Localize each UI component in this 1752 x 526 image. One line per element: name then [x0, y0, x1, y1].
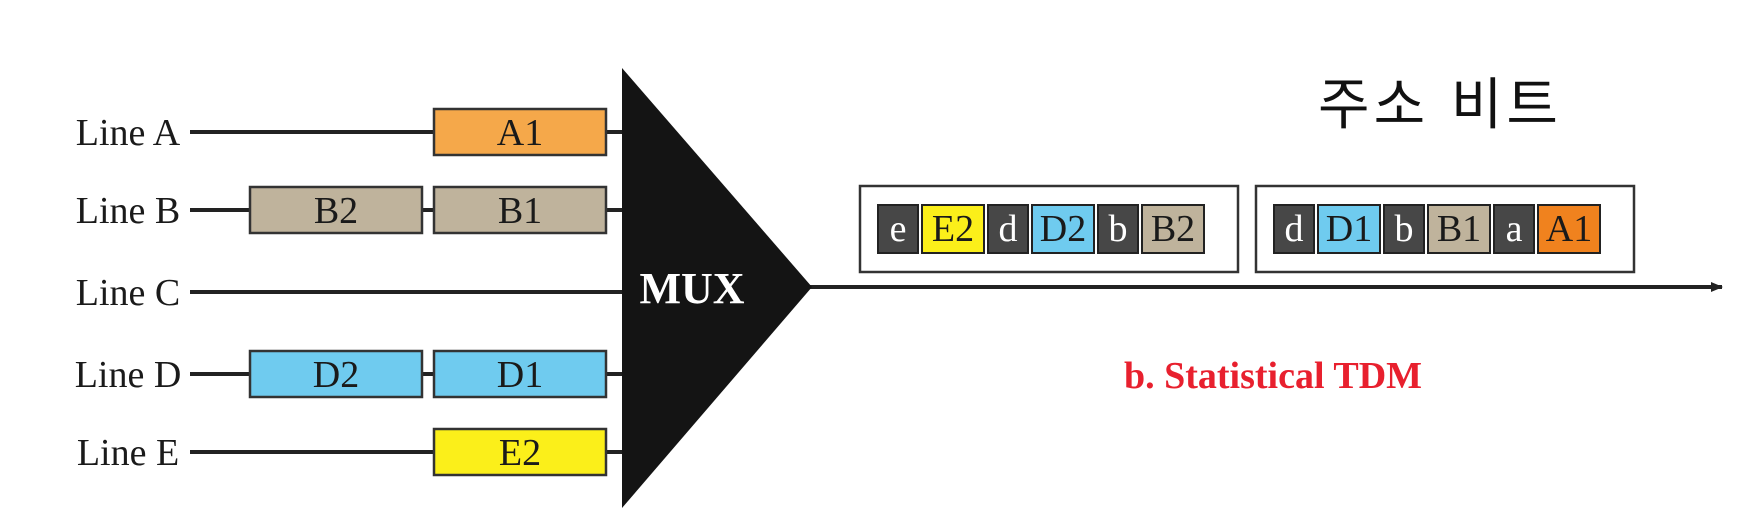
data-unit-box	[248, 185, 424, 235]
line-label: Line D	[75, 354, 182, 396]
address-cell	[1273, 204, 1315, 254]
frame-slot: e E2	[877, 204, 985, 254]
data-unit: D1	[432, 349, 608, 399]
input-line-a: Line A A1	[76, 107, 622, 157]
line-label: Line C	[76, 272, 180, 314]
data-unit-label: B1	[498, 190, 542, 232]
data-label: D2	[1040, 208, 1086, 250]
data-label: D1	[1326, 208, 1372, 250]
data-unit: B1	[432, 185, 608, 235]
address-bits-annotation: 주소 비트	[1318, 73, 1562, 138]
address-label: d	[1285, 208, 1304, 250]
data-unit-label: E2	[499, 432, 541, 474]
output-frame: e E2 d D2 b B2	[858, 184, 1240, 274]
input-line-c: Line C	[76, 272, 622, 314]
data-unit-label: A1	[497, 112, 543, 154]
data-unit-box	[432, 107, 608, 157]
output-frames: e E2 d D2 b B2 d D1 b B1 a A1	[858, 184, 1636, 274]
data-label: A1	[1546, 208, 1592, 250]
data-unit: A1	[432, 107, 608, 157]
data-cell	[1141, 204, 1205, 254]
data-cell	[1537, 204, 1601, 254]
data-unit-label: D2	[313, 354, 359, 396]
data-unit-label: D1	[497, 354, 543, 396]
data-unit: E2	[432, 427, 608, 477]
data-unit-box	[432, 427, 608, 477]
data-unit-label: B2	[314, 190, 358, 232]
frame-slot: b B2	[1097, 204, 1205, 254]
address-label: d	[999, 208, 1018, 250]
data-cell	[1317, 204, 1381, 254]
data-label: B1	[1437, 208, 1481, 250]
address-cell	[1493, 204, 1535, 254]
address-cell	[877, 204, 919, 254]
data-unit: D2	[248, 349, 424, 399]
diagram-caption: b. Statistical TDM	[1124, 355, 1422, 397]
address-label: b	[1109, 208, 1128, 250]
address-cell	[1383, 204, 1425, 254]
input-line-e: Line E E2	[77, 427, 622, 477]
data-unit-box	[432, 349, 608, 399]
mux-triangle	[622, 68, 812, 508]
data-unit: B2	[248, 185, 424, 235]
frame-slot: d D1	[1273, 204, 1381, 254]
data-cell	[1031, 204, 1095, 254]
data-cell	[921, 204, 985, 254]
frame-slot: a A1	[1493, 204, 1601, 254]
input-line-d: Line D D2 D1	[75, 349, 622, 399]
frame-slot: d D2	[987, 204, 1095, 254]
data-label: B2	[1151, 208, 1195, 250]
address-label: a	[1506, 208, 1523, 250]
output-frame: d D1 b B1 a A1	[1254, 184, 1636, 274]
input-line-b: Line B B2 B1	[76, 185, 622, 235]
mux-label: MUX	[639, 264, 744, 313]
address-label: b	[1395, 208, 1414, 250]
line-label: Line B	[76, 190, 180, 232]
address-label: e	[890, 208, 907, 250]
data-unit-box	[248, 349, 424, 399]
frame-slot: b B1	[1383, 204, 1491, 254]
data-unit-box	[432, 185, 608, 235]
line-label: Line A	[76, 112, 181, 154]
address-cell	[1097, 204, 1139, 254]
data-cell	[1427, 204, 1491, 254]
address-cell	[987, 204, 1029, 254]
data-label: E2	[932, 208, 974, 250]
line-label: Line E	[77, 432, 179, 474]
